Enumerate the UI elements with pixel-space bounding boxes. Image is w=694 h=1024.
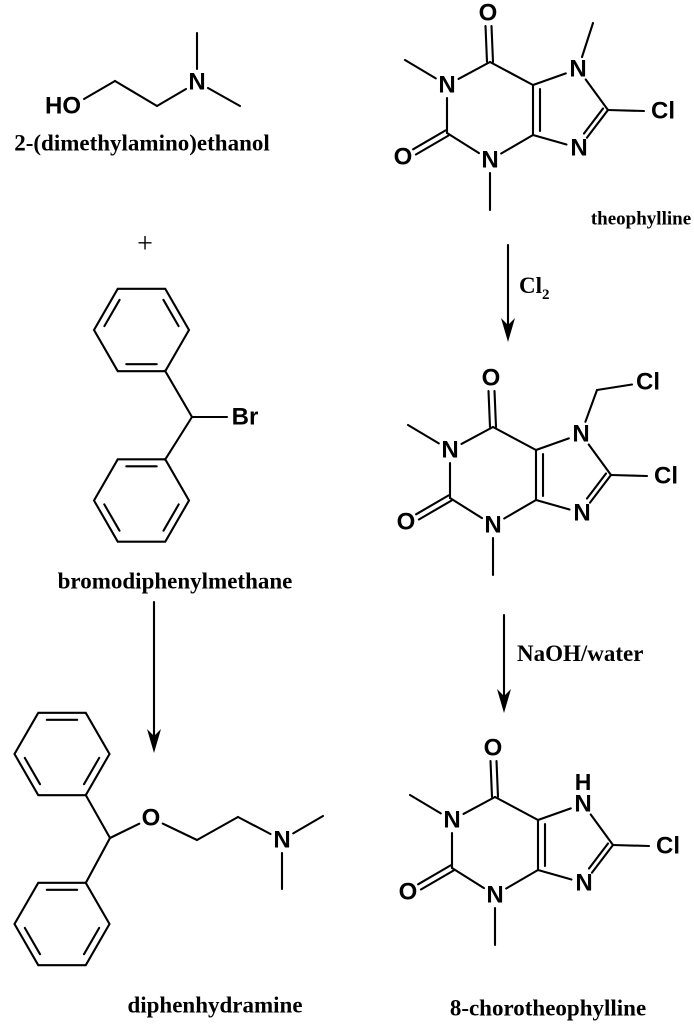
carbonyl-oxygen-label: O <box>479 0 498 27</box>
n1-label: N <box>441 437 458 464</box>
chloromethyl-chlorine-label: Cl <box>636 369 660 396</box>
n3-label: N <box>484 512 501 539</box>
n3-label: N <box>486 882 503 909</box>
hydroxyl-label: HO <box>45 93 81 120</box>
phenyl-ring <box>92 287 191 373</box>
n9-label: N <box>575 870 592 897</box>
molecule-chloromethyl-intermediate: O O N N N N Cl Cl <box>397 365 678 577</box>
n3-label: N <box>481 147 498 174</box>
n1-label: N <box>438 72 455 99</box>
reaction-arrow-coupling <box>147 600 161 753</box>
carbonyl-oxygen-label: O <box>484 735 503 762</box>
n7-label: N <box>574 791 591 818</box>
phenyl-ring <box>92 458 191 543</box>
molecule-name-diphenhydramine: diphenhydramine <box>127 993 302 1018</box>
carbonyl-oxygen-label: O <box>482 365 501 392</box>
molecule-name-bromodiphenylmethane: bromodiphenylmethane <box>58 569 293 594</box>
carbonyl-oxygen-label: O <box>399 879 418 906</box>
bromine-label: Br <box>232 404 259 431</box>
phenyl-ring <box>13 711 111 797</box>
plus-operator: + <box>137 229 153 260</box>
carbonyl-oxygen-label: O <box>397 509 416 536</box>
n1-label: N <box>443 807 460 834</box>
molecule-name-theophylline: theophylline <box>591 209 691 230</box>
reagent-label-naoh-water: NaOH/water <box>517 641 643 666</box>
molecule-bromodiphenylmethane: Br bromodiphenylmethane <box>58 287 293 594</box>
molecule-dimethylaminoethanol: HO N 2-(dimethylamino)ethanol <box>14 31 270 156</box>
n9-label: N <box>570 135 587 162</box>
reaction-arrow-hydrolysis: NaOH/water <box>497 613 643 713</box>
chlorine-label: Cl <box>651 98 675 125</box>
reagent-label-cl2: Cl2 <box>519 273 550 303</box>
nitrogen-label: N <box>188 69 205 96</box>
molecule-name-chlorotheophylline: 8-chorotheophylline <box>450 996 646 1021</box>
amine-nitrogen-label: N <box>273 827 290 854</box>
xanthine-skeleton <box>406 389 649 577</box>
molecule-name-dimethylaminoethanol: 2-(dimethylamino)ethanol <box>14 131 270 156</box>
phenyl-ring <box>13 881 111 967</box>
xanthine-skeleton <box>403 24 646 212</box>
molecule-theophylline: O O N N N N Cl theophylline <box>394 0 691 230</box>
ether-oxygen-label: O <box>142 805 161 832</box>
carbonyl-oxygen-label: O <box>394 144 413 171</box>
chlorine-label: Cl <box>654 463 678 490</box>
reaction-arrow-chlorination: Cl2 <box>501 243 550 342</box>
n7-label: N <box>572 421 589 448</box>
molecule-diphenhydramine: O N diphenhydramine <box>13 711 325 1018</box>
molecule-chlorotheophylline: O O N N N H N Cl 8-chorotheophylline <box>399 735 680 1021</box>
chlorine-label: Cl <box>656 833 680 860</box>
n9-label: N <box>573 500 590 527</box>
xanthine-skeleton <box>408 759 651 947</box>
n7-hydrogen-label: H <box>575 769 592 795</box>
n7-label: N <box>569 56 586 83</box>
